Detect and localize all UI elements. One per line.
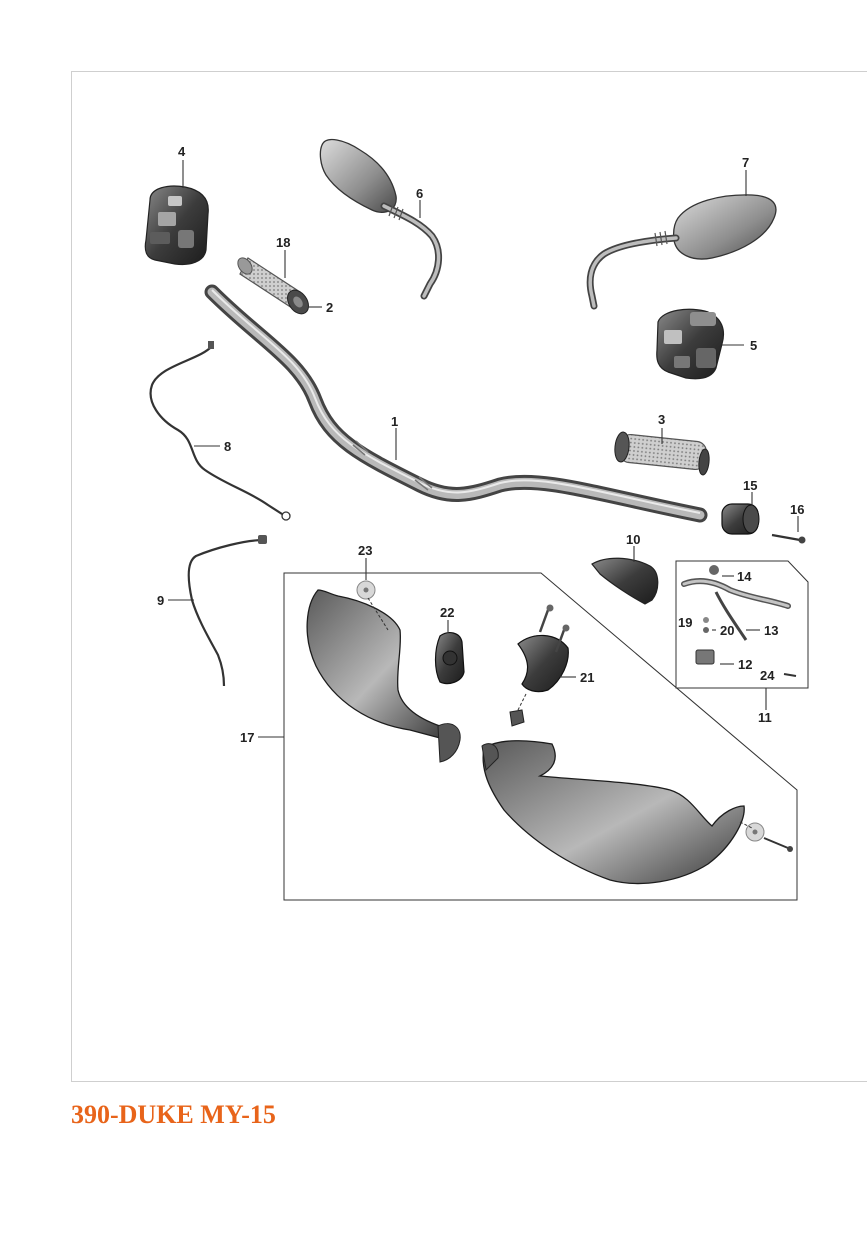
throttle-cable xyxy=(187,535,267,687)
part-label-15: 15 xyxy=(743,478,757,493)
part-label-11: 11 xyxy=(758,710,772,725)
part-label-7: 7 xyxy=(742,155,749,170)
diagram-frame xyxy=(71,71,867,1082)
clutch-cable xyxy=(149,341,291,521)
washer-right xyxy=(739,821,793,852)
part-label-17: 17 xyxy=(240,730,254,745)
part-label-19: 19 xyxy=(678,615,692,630)
part-label-14: 14 xyxy=(737,569,752,584)
part-label-23: 23 xyxy=(358,543,372,558)
left-switch-housing xyxy=(144,185,209,266)
part-label-10: 10 xyxy=(626,532,640,547)
washer-left xyxy=(356,580,389,631)
part-label-9: 9 xyxy=(157,593,164,608)
part-label-12: 12 xyxy=(738,657,752,672)
left-hand-guard xyxy=(306,589,461,763)
right-grip xyxy=(614,431,710,476)
part-label-3: 3 xyxy=(658,412,665,427)
leader-lines xyxy=(168,160,799,738)
part-label-1: 1 xyxy=(391,414,398,429)
part-number-labels: 4 6 7 18 2 5 1 3 8 15 16 10 23 14 9 22 1… xyxy=(157,144,804,745)
model-caption: 390-DUKE MY-15 xyxy=(71,1100,276,1129)
part-label-13: 13 xyxy=(764,623,778,638)
brake-lever-assembly-box xyxy=(675,560,809,689)
clamp-half xyxy=(434,632,465,685)
part-label-6: 6 xyxy=(416,186,423,201)
part-label-24: 24 xyxy=(760,668,775,683)
part-label-21: 21 xyxy=(580,670,594,685)
right-switch-housing xyxy=(656,308,725,380)
bar-clamp xyxy=(509,604,570,727)
handlebar xyxy=(204,284,708,523)
part-label-8: 8 xyxy=(224,439,231,454)
bar-end-weight xyxy=(721,503,760,535)
right-mirror xyxy=(586,194,777,310)
part-label-16: 16 xyxy=(790,502,804,517)
left-mirror xyxy=(319,138,442,300)
part-label-20: 20 xyxy=(720,623,734,638)
part-label-5: 5 xyxy=(750,338,757,353)
part-label-22: 22 xyxy=(440,605,454,620)
left-grip xyxy=(237,257,309,315)
part-label-4: 4 xyxy=(178,144,186,159)
lever-cover xyxy=(591,557,659,605)
part-label-18: 18 xyxy=(276,235,290,250)
part-label-2: 2 xyxy=(326,300,333,315)
right-hand-guard xyxy=(481,740,745,885)
bar-end-bolt xyxy=(771,533,806,544)
hand-guard-set-box xyxy=(283,572,798,901)
